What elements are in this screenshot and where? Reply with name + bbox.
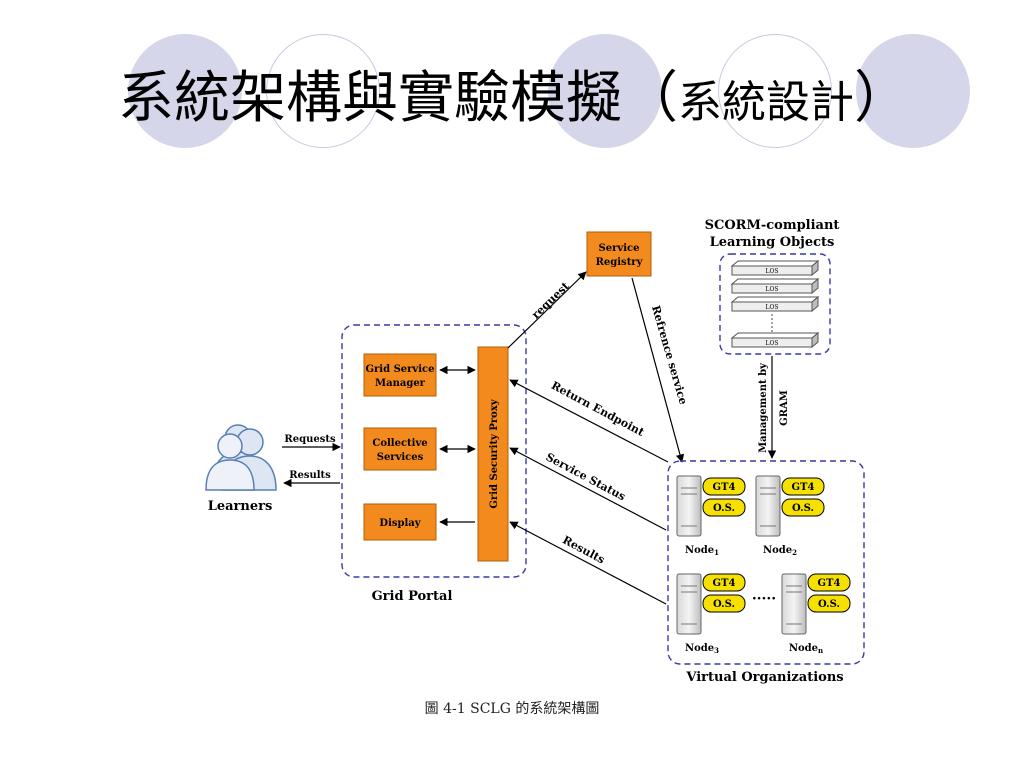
grid-security-proxy-label: Grid Security Proxy [489,398,500,508]
node-1 [676,475,746,537]
grid-service-manager-label-2: Manager [375,378,426,389]
scorm-box [719,253,831,355]
slide-title-close: ） [854,66,910,131]
node-2 [755,475,825,537]
management-label-1: Management by [758,362,769,453]
return-endpoint-arrow [509,379,669,463]
los-label-2: LOS [765,286,778,293]
los-stack [730,259,820,349]
scorm-title-1: SCORM-compliant [705,218,840,233]
results-in-arrow [509,521,667,605]
service-registry-label-2: Registry [596,257,644,268]
figure-caption: 圖 4-1 SCLG 的系統架構圖 [424,701,600,717]
node-2-gt4: GT4 [792,482,815,493]
collective-services-label-2: Services [377,452,424,463]
service-registry-box [586,231,652,277]
display-box [363,503,437,541]
return-endpoint-label: Return Endpoint [549,379,647,439]
management-label-2: GRAM [779,390,790,426]
request-arrow [507,271,587,349]
nodes-ellipsis: ····· [752,591,776,607]
node-3 [676,573,746,635]
grid-portal-label: Grid Portal [372,589,453,604]
results-out-label: Results [289,470,331,481]
display-label: Display [379,518,421,529]
collective-services-label-1: Collective [372,438,427,449]
los-label-3: LOS [765,304,778,311]
node-n-os: O.S. [818,599,840,610]
grid-security-proxy-box [477,346,509,562]
grid-service-manager-label-1: Grid Service [366,364,435,375]
virtual-org-label: Virtual Organizations [685,670,843,685]
header-circle-1 [128,34,242,148]
results-in-label: Results [560,533,607,566]
header-circle-5 [856,34,970,148]
node-2-label: Node2 [763,545,797,557]
node-2-os: O.S. [792,503,814,514]
grid-service-manager-box [363,353,437,397]
node-n [781,573,851,635]
node-1-gt4: GT4 [713,482,736,493]
scorm-title-2: Learning Objects [710,235,835,250]
node-n-label: Noden [789,643,823,655]
node-3-gt4: GT4 [713,578,736,589]
header-circle-2 [266,34,380,148]
requests-label: Requests [284,434,336,445]
slide-title-main: 系統架構與實驗模擬（ [118,66,678,131]
los-label-4: LOS [765,340,778,347]
learners-icon [205,424,277,491]
node-1-os: O.S. [713,503,735,514]
header-circle-3 [548,34,662,148]
service-status-label: Service Status [544,450,628,503]
slide-title: 系統架構與實驗模擬（系統設計） [118,64,910,138]
los-label-1: LOS [765,268,778,275]
learners-label: Learners [208,499,273,514]
node-1-label: Node1 [685,545,719,557]
grid-portal-box [341,324,527,578]
service-registry-label-1: Service [599,243,640,254]
header-circle-4 [718,34,832,148]
refrence-service-label: Refrence service [649,304,690,406]
virtual-org-box [667,460,865,665]
service-status-arrow [509,447,667,531]
request-label: request [529,279,572,321]
node-n-gt4: GT4 [818,578,841,589]
collective-services-box [363,427,437,471]
node-3-label: Node3 [685,643,719,655]
slide-title-sub: 系統設計 [678,77,854,128]
node-3-os: O.S. [713,599,735,610]
refrence-service-arrow [631,277,685,463]
